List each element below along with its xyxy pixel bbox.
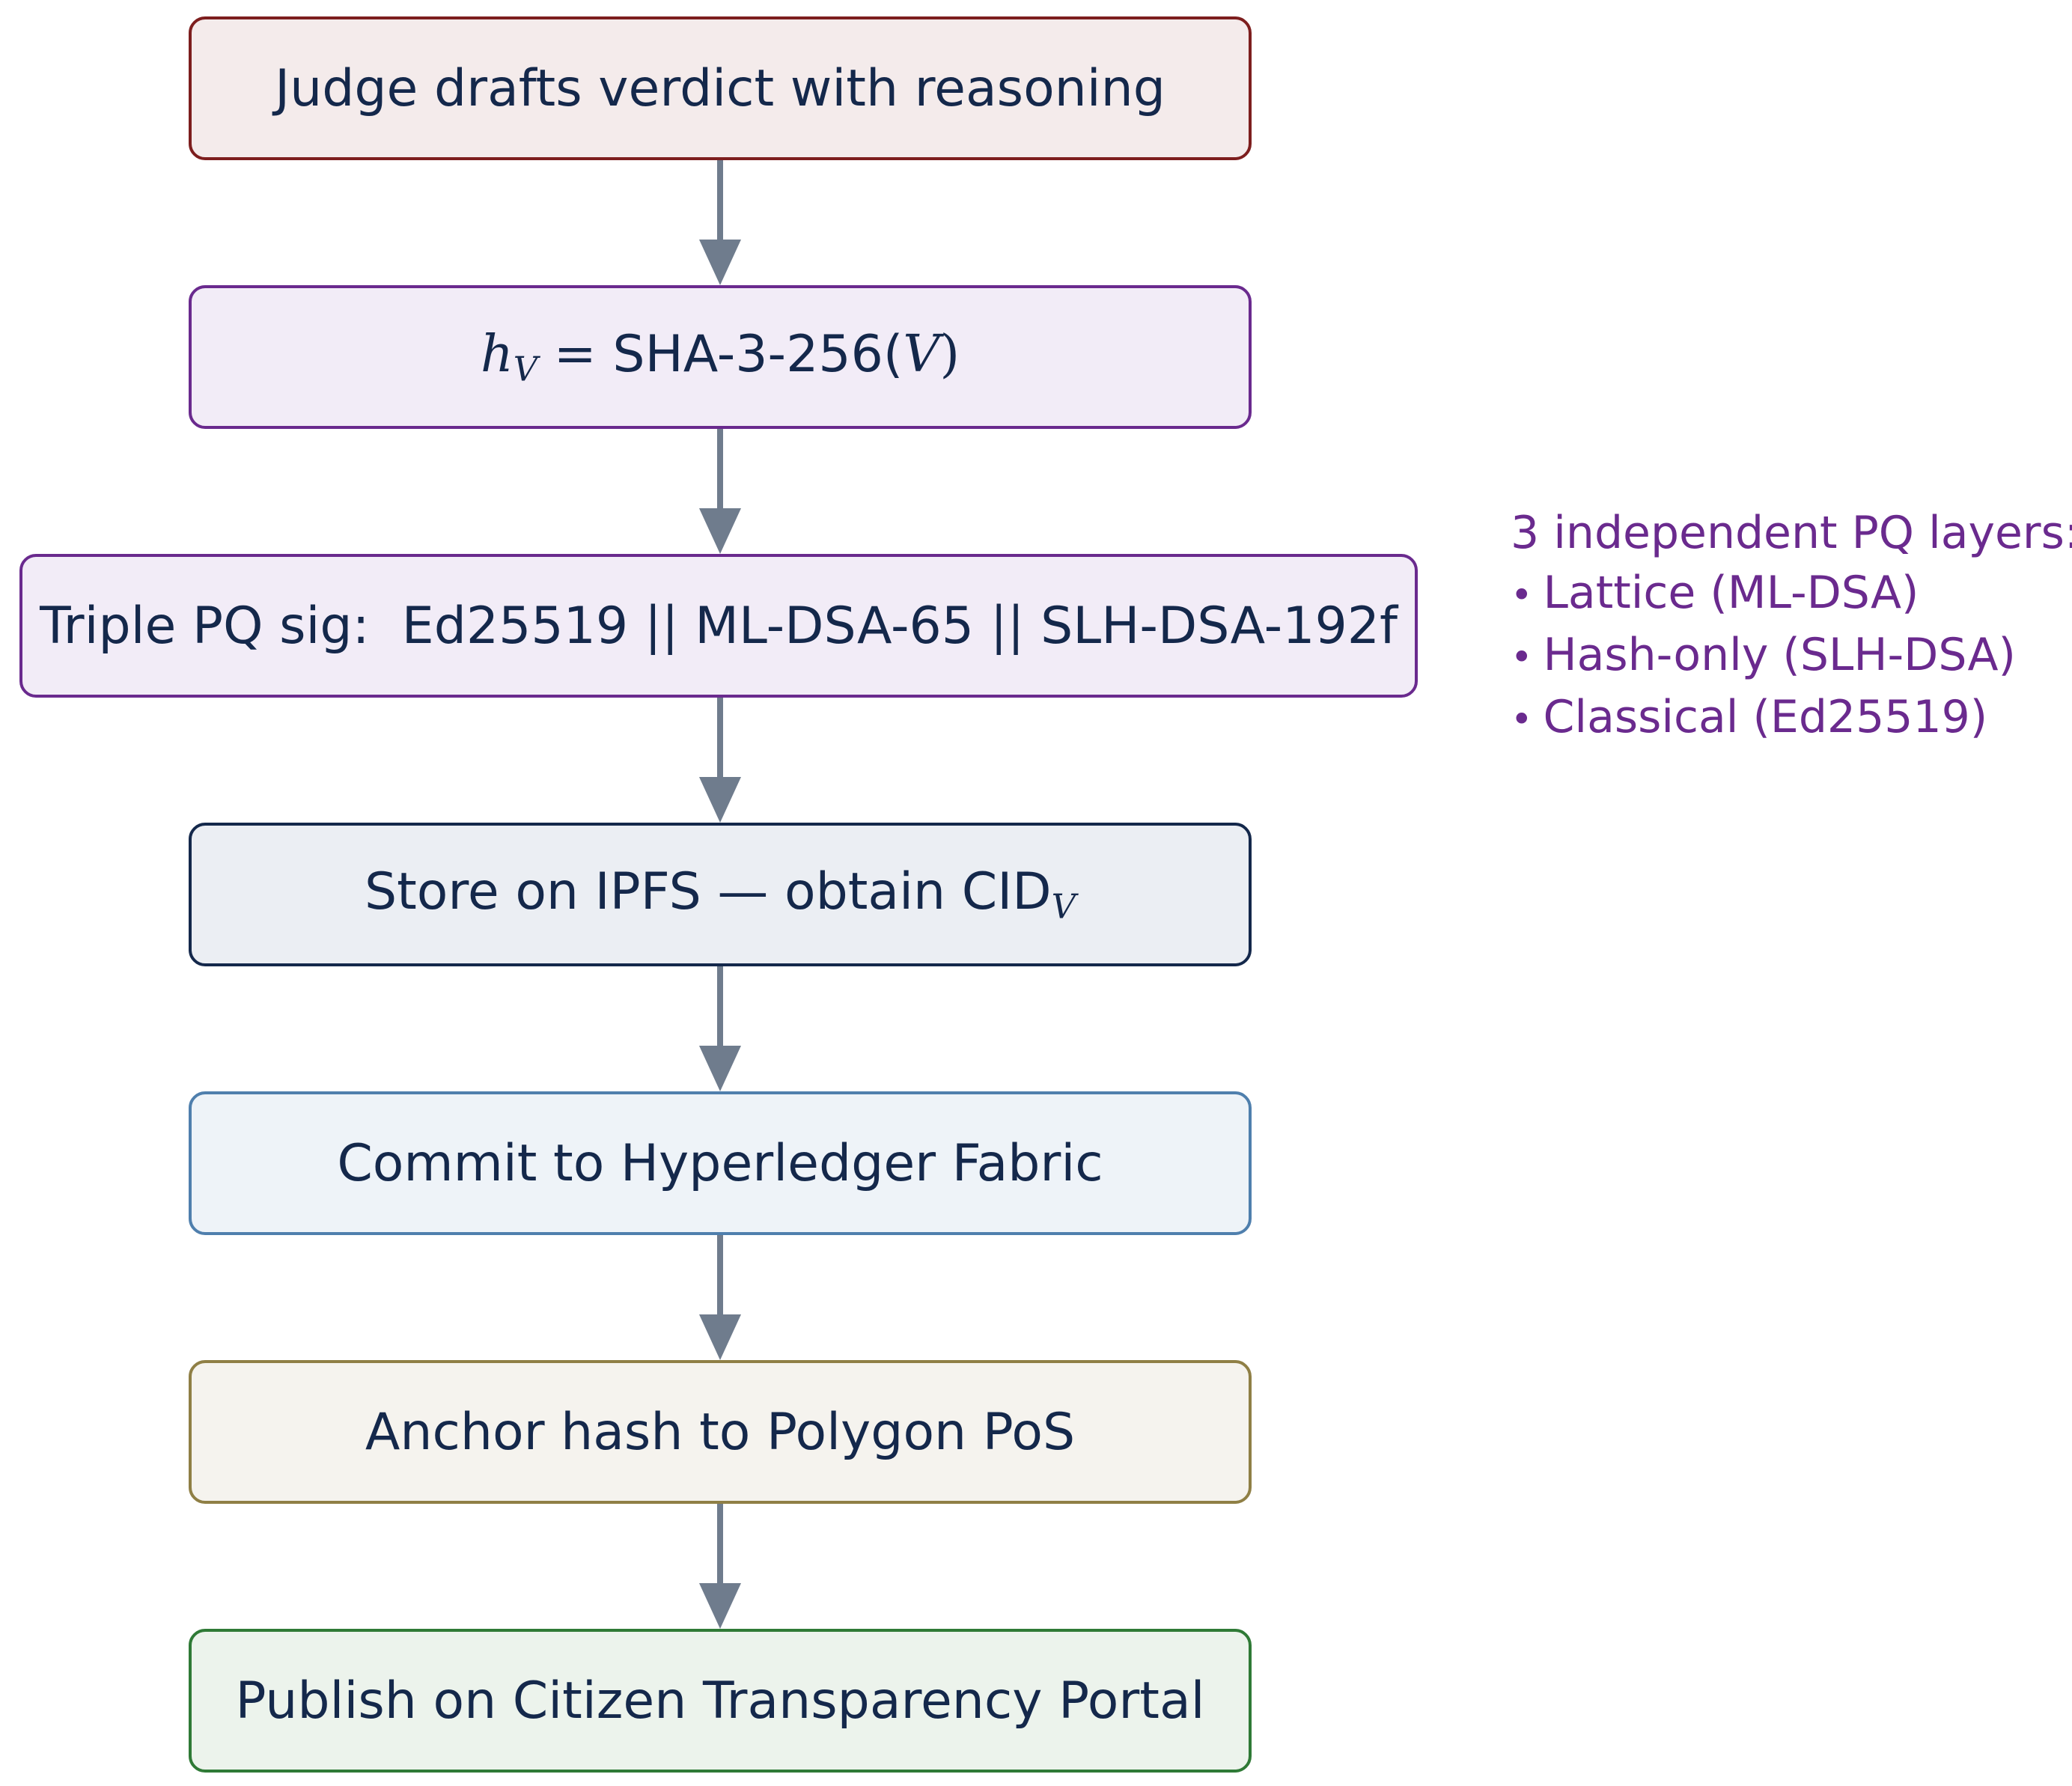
- step-draft-verdict-label: Judge drafts verdict with reasoning: [275, 58, 1166, 118]
- arrow-4-to-5: [699, 966, 741, 1091]
- step-anchor-polygon: Anchor hash to Polygon PoS: [189, 1360, 1252, 1504]
- pq-layer-item: •Hash-only (SLH-DSA): [1511, 629, 2016, 681]
- hash-close-paren: ): [939, 325, 960, 385]
- arrow-3-to-4: [699, 698, 741, 823]
- hash-argument: V: [903, 325, 940, 385]
- arrow-6-to-7: [699, 1504, 741, 1629]
- arrow-2-to-3: [699, 429, 741, 554]
- triple-signature-label: Triple PQ sig: Ed25519 || ML-DSA-65 || S…: [40, 597, 1398, 656]
- arrow-1-to-2: [699, 160, 741, 285]
- pq-layer-item: •Classical (Ed25519): [1511, 691, 1988, 743]
- pq-layers-title: 3 independent PQ layers:: [1511, 507, 2072, 559]
- pq-layers-note: 3 independent PQ layers: •Lattice (ML-DS…: [1511, 503, 2072, 749]
- signature-ml-dsa: ML-DSA-65: [695, 596, 975, 656]
- step-draft-verdict: Judge drafts verdict with reasoning: [189, 16, 1252, 160]
- concat-operator: ||: [990, 596, 1025, 656]
- signature-slh-dsa: SLH-DSA-192f: [1040, 596, 1398, 656]
- step-publish-portal: Publish on Citizen Transparency Portal: [189, 1629, 1252, 1773]
- hash-symbol: hV: [480, 325, 538, 389]
- commit-fabric-label: Commit to Hyperledger Fabric: [337, 1133, 1103, 1193]
- store-ipfs-label: Store on IPFS — obtain CIDV: [364, 862, 1076, 927]
- step-commit-fabric: Commit to Hyperledger Fabric: [189, 1091, 1252, 1235]
- signature-prefix: Triple PQ sig:: [40, 596, 386, 656]
- anchor-polygon-label: Anchor hash to Polygon PoS: [365, 1402, 1076, 1462]
- step-store-ipfs: Store on IPFS — obtain CIDV: [189, 823, 1252, 966]
- arrow-5-to-6: [699, 1235, 741, 1360]
- hash-function: SHA-3-256(: [612, 325, 904, 385]
- equals-sign: =: [553, 325, 597, 385]
- step-hash-verdict: hV = SHA-3-256(V): [189, 285, 1252, 429]
- signature-ed25519: Ed25519: [401, 596, 629, 656]
- hash-formula: hV = SHA-3-256(V): [481, 325, 960, 389]
- concat-operator: ||: [644, 596, 679, 656]
- publish-portal-label: Publish on Citizen Transparency Portal: [235, 1671, 1205, 1731]
- pq-layer-item: •Lattice (ML-DSA): [1511, 567, 1919, 619]
- step-triple-signature: Triple PQ sig: Ed25519 || ML-DSA-65 || S…: [19, 554, 1418, 698]
